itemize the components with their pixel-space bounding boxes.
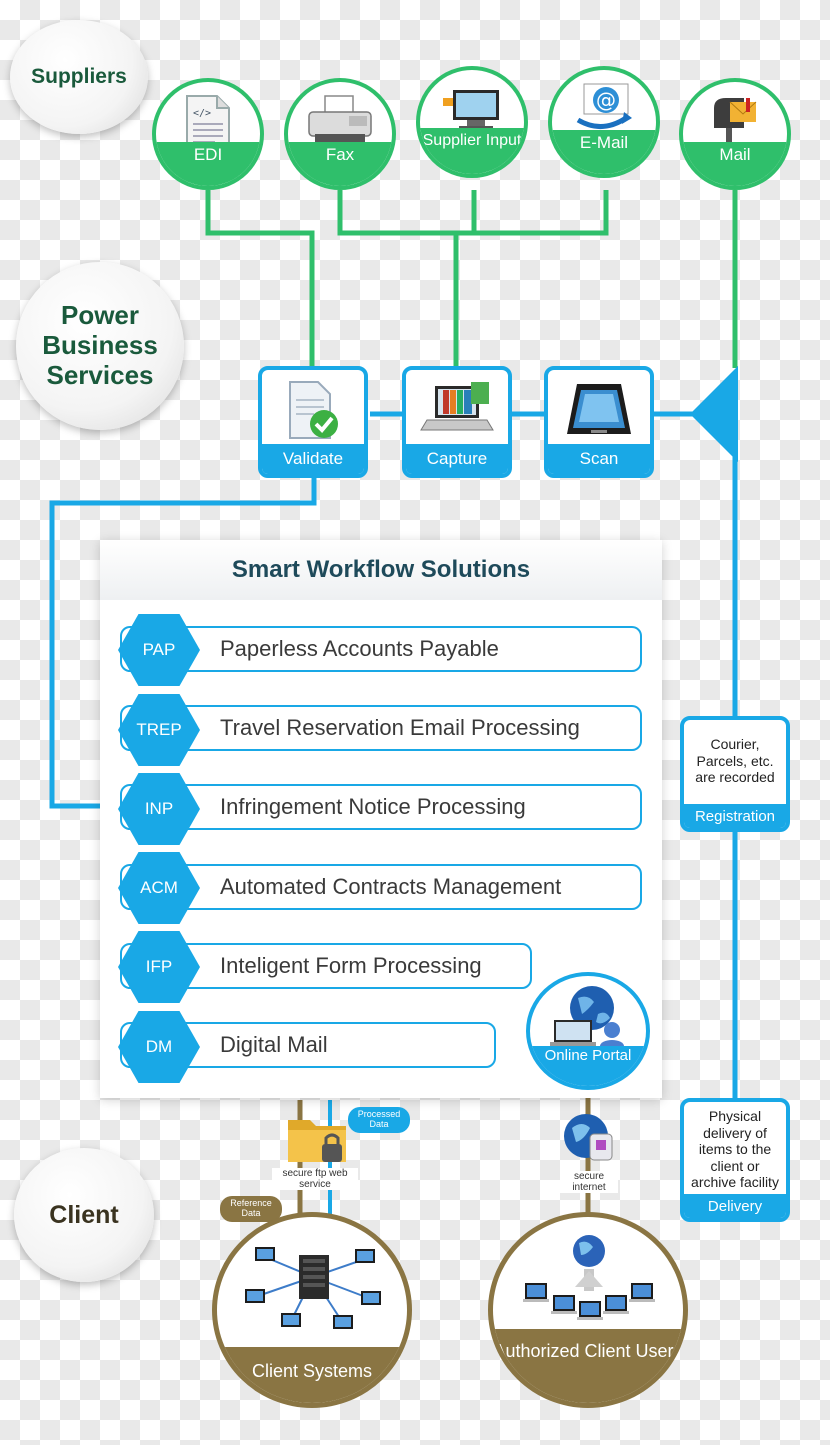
client-badge: Client: [14, 1148, 154, 1282]
client-title: Client: [49, 1200, 119, 1229]
supplier-edi[interactable]: </> EDI: [152, 78, 264, 190]
workflow-code-ifp: IFP: [118, 931, 200, 1003]
registration-text: Courier, Parcels, etc. are recorded: [695, 736, 775, 786]
supplier-input[interactable]: Supplier Input: [416, 66, 528, 178]
workflow-item-label: Digital Mail: [220, 1032, 328, 1057]
workflow-code-trep: TREP: [118, 694, 200, 766]
workflow-item-acm[interactable]: Automated Contracts Management: [120, 864, 642, 910]
online-portal-label: Online Portal: [530, 1046, 646, 1086]
process-capture[interactable]: Capture: [402, 366, 512, 478]
fax-machine-icon: [305, 94, 375, 151]
email-at-icon: @: [574, 80, 634, 139]
power-business-badge: Power Business Services: [16, 262, 184, 430]
globe-laptop-icon: [548, 984, 632, 1055]
supplier-input-label: Supplier Input: [420, 128, 524, 174]
registration-label: Registration: [684, 804, 786, 828]
supplier-edi-label: EDI: [156, 142, 260, 186]
suppliers-title: Suppliers: [31, 64, 127, 88]
delivery-label: Delivery: [684, 1194, 786, 1218]
workflow-item-pap[interactable]: Paperless Accounts Payable: [120, 626, 642, 672]
processed-data-tag: Processed Data: [348, 1107, 410, 1133]
scanner-icon: [563, 378, 635, 445]
process-validate[interactable]: Validate: [258, 366, 368, 478]
reference-data-tag: Reference Data: [220, 1196, 282, 1222]
secure-internet-label: secure internet: [560, 1171, 618, 1193]
globe-users-icon: [519, 1231, 659, 1332]
laptop-capture-icon: [419, 380, 495, 443]
workflow-item-label: Paperless Accounts Payable: [220, 636, 499, 661]
delivery-text: Physical delivery of items to the client…: [691, 1108, 779, 1191]
registration-box[interactable]: Courier, Parcels, etc. are recorded Regi…: [680, 716, 790, 832]
online-portal[interactable]: Online Portal: [526, 972, 650, 1090]
process-scan-label: Scan: [548, 444, 650, 474]
client-systems[interactable]: Client Systems: [212, 1212, 412, 1408]
workflow-code-dm: DM: [118, 1011, 200, 1083]
edi-document-icon: </>: [185, 94, 231, 155]
supplier-mail-label: Mail: [683, 142, 787, 186]
workflow-code-inp: INP: [118, 773, 200, 845]
supplier-fax[interactable]: Fax: [284, 78, 396, 190]
workflow-item-trep[interactable]: Travel Reservation Email Processing: [120, 705, 642, 751]
supplier-mail[interactable]: Mail: [679, 78, 791, 190]
mailbox-icon: [710, 94, 760, 155]
workflow-item-label: Travel Reservation Email Processing: [220, 715, 580, 740]
workflow-code-pap: PAP: [118, 614, 200, 686]
workflow-code-acm: ACM: [118, 852, 200, 924]
process-validate-label: Validate: [262, 444, 364, 474]
suppliers-badge: Suppliers: [10, 20, 148, 134]
svg-text:@: @: [596, 88, 616, 112]
authorized-client-users[interactable]: Authorized Client Users: [488, 1212, 688, 1408]
client-systems-label: Client Systems: [217, 1347, 407, 1403]
authorized-client-users-label: Authorized Client Users: [493, 1329, 683, 1403]
workflow-item-label: Infringement Notice Processing: [220, 794, 526, 819]
supplier-fax-label: Fax: [288, 142, 392, 186]
process-capture-label: Capture: [406, 444, 508, 474]
supplier-email[interactable]: @ E-Mail: [548, 66, 660, 178]
workflow-item-label: Automated Contracts Management: [220, 874, 562, 899]
validate-check-icon: [284, 380, 342, 447]
process-scan[interactable]: Scan: [544, 366, 654, 478]
workflow-title: Smart Workflow Solutions: [100, 540, 662, 600]
network-servers-icon: [235, 1237, 391, 1340]
power-business-title: Power Business Services: [42, 300, 158, 390]
workflow-item-inp[interactable]: Infringement Notice Processing: [120, 784, 642, 830]
secure-globe-icon: [560, 1112, 616, 1169]
supplier-email-label: E-Mail: [552, 130, 656, 174]
workflow-item-label: Inteligent Form Processing: [220, 953, 482, 978]
svg-text:</>: </>: [193, 108, 211, 119]
secure-ftp-label: secure ftp web service: [272, 1168, 358, 1190]
folder-lock-icon: [284, 1108, 350, 1173]
delivery-box[interactable]: Physical delivery of items to the client…: [680, 1098, 790, 1222]
